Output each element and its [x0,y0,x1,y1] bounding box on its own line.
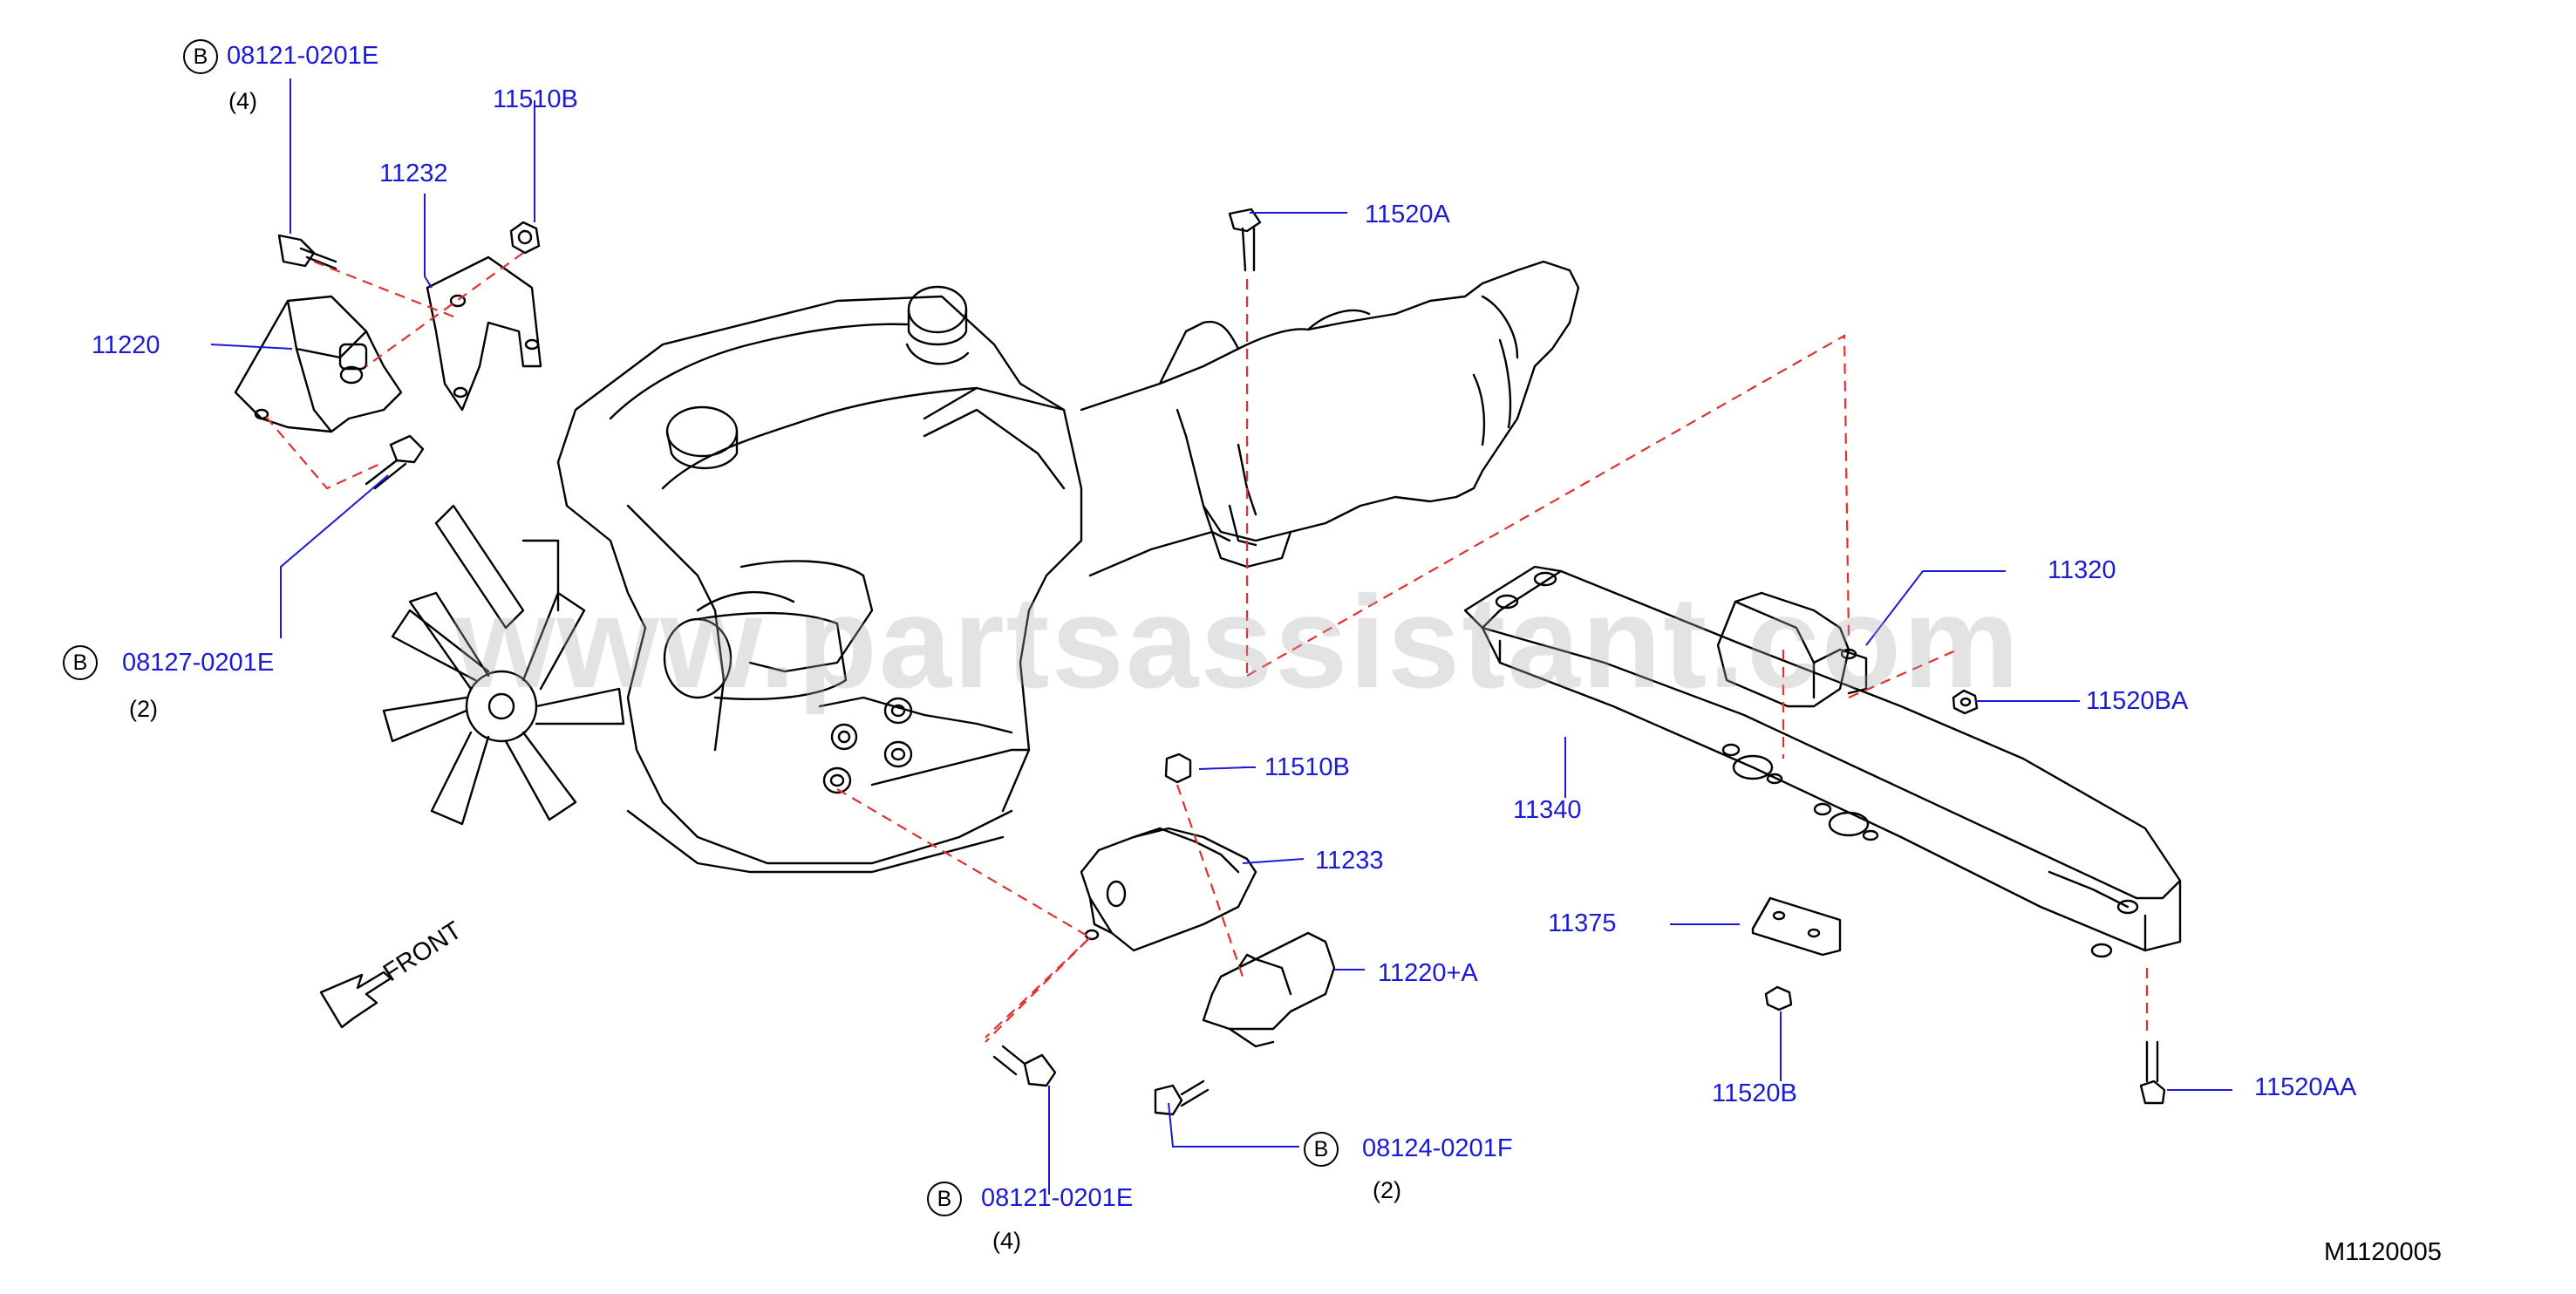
transmission-illustration [1080,260,1580,577]
part-label-08124-0201f[interactable]: 08124-0201F [1362,1134,1513,1162]
quantity-label: (2) [1373,1177,1401,1203]
b-marker: B [927,1182,962,1216]
catalog-code: M1120005 [2324,1238,2442,1266]
part-label-11520a[interactable]: 11520A [1365,201,1450,228]
part-label-11510b-bottom[interactable]: 11510B [1264,753,1350,781]
watermark: www.partsassistant.com [453,569,2021,715]
small-parts-illustration [319,208,2166,1105]
part-label-11520ba[interactable]: 11520BA [2086,687,2189,715]
part-label-08121-0201e-bottom[interactable]: 08121-0201E [981,1184,1134,1212]
right-mount-illustration [992,753,1336,1116]
left-mount-illustration [234,221,542,490]
part-label-11375[interactable]: 11375 [1548,909,1617,937]
quantity-label: (2) [129,696,158,722]
part-label-11520aa[interactable]: 11520AA [2254,1073,2357,1101]
part-label-11220a[interactable]: 11220+A [1378,959,1478,987]
alignment-lines [265,252,2149,1043]
b-marker: B [183,39,218,74]
part-label-11340[interactable]: 11340 [1513,796,1582,824]
part-label-11510b-top[interactable]: 11510B [493,85,578,113]
part-label-08121-0201e-top[interactable]: 08121-0201E [227,42,379,70]
engine-illustration [382,285,1083,874]
leader-lines [210,78,2232,1195]
b-marker: B [63,645,98,680]
b-marker: B [1304,1132,1339,1167]
part-label-11232[interactable]: 11232 [379,160,448,187]
quantity-label: (4) [228,88,257,114]
part-label-11520b[interactable]: 11520B [1712,1079,1797,1107]
part-label-11233[interactable]: 11233 [1315,847,1384,875]
part-label-08127-0201e[interactable]: 08127-0201E [122,649,275,677]
crossmember-illustration [1463,565,2182,958]
part-label-11220[interactable]: 11220 [92,331,160,359]
part-label-11320[interactable]: 11320 [2048,556,2116,584]
quantity-label: (4) [992,1228,1021,1254]
